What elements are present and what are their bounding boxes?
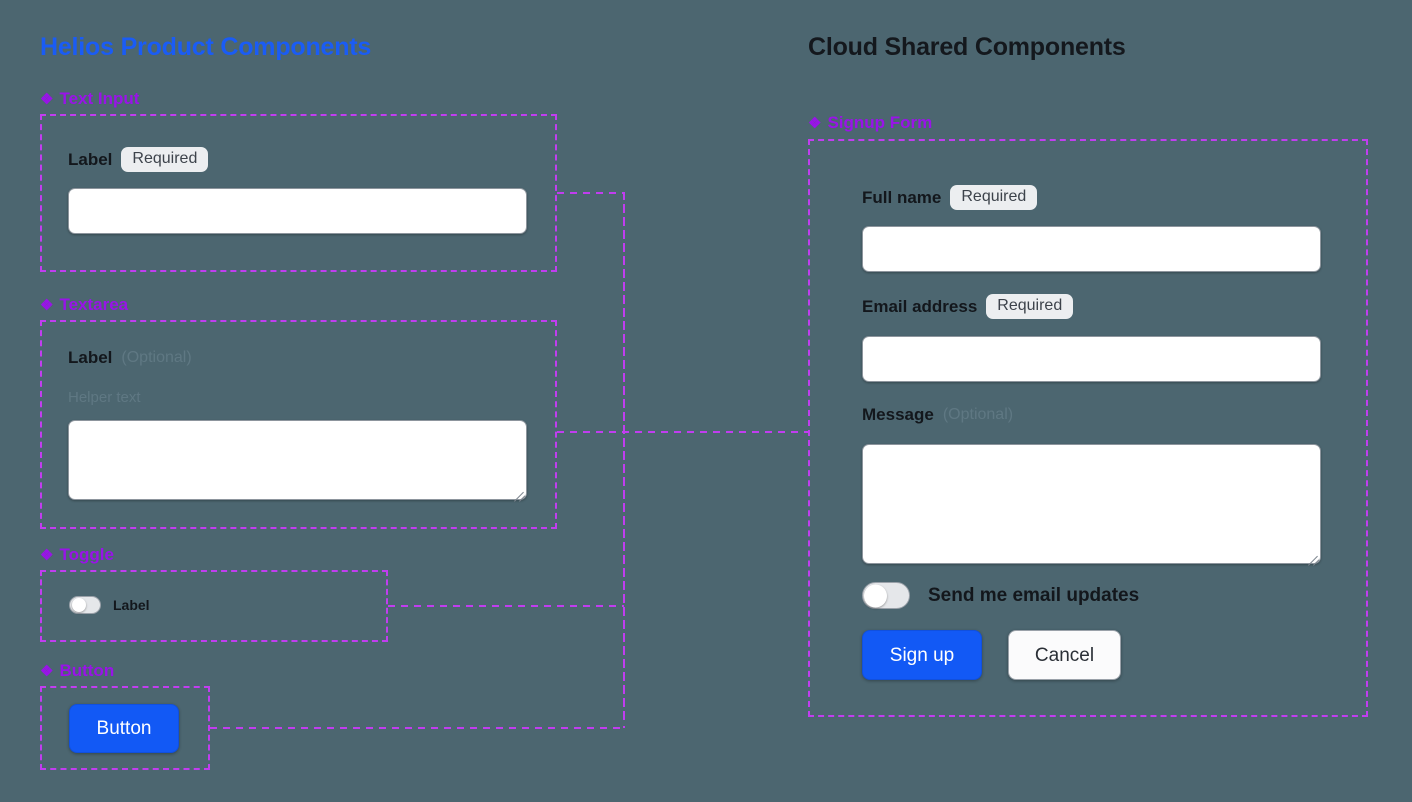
status-badge-required: Required — [986, 294, 1074, 320]
page-title-right: Cloud Shared Components — [808, 33, 1126, 61]
email-updates-toggle-row[interactable]: Send me email updates — [862, 582, 1139, 609]
section-label-text: Text Input — [59, 89, 140, 108]
toggle-knob — [72, 598, 86, 612]
full-name-input[interactable] — [862, 226, 1321, 272]
section-label-text: Signup Form — [827, 113, 933, 132]
email-address-label: Email address — [862, 296, 978, 316]
page-title-left: Helios Product Components — [40, 33, 372, 61]
component-box-textarea: Label (Optional) Helper text — [40, 320, 557, 529]
section-label-textarea: ❖ Textarea — [40, 295, 128, 315]
diamond-cluster-icon: ❖ — [808, 114, 822, 132]
section-label-text-input: ❖ Text Input — [40, 89, 139, 109]
section-label-toggle: ❖ Toggle — [40, 545, 114, 565]
diamond-cluster-icon: ❖ — [40, 296, 54, 314]
optional-hint: (Optional) — [121, 349, 192, 366]
sign-up-button[interactable]: Sign up — [862, 630, 982, 680]
text-input-field[interactable] — [68, 188, 527, 234]
status-badge-required: Required — [950, 185, 1038, 211]
message-textarea[interactable] — [862, 444, 1321, 564]
toggle-label: Label — [113, 597, 150, 613]
message-label: Message — [862, 405, 934, 424]
optional-hint: (Optional) — [942, 406, 1014, 423]
component-box-signup-form: Full name Required Email address Require… — [808, 139, 1368, 717]
textarea-label: Label — [68, 348, 113, 367]
status-badge-required: Required — [121, 147, 209, 173]
cancel-button[interactable]: Cancel — [1008, 630, 1121, 680]
email-updates-toggle[interactable] — [862, 582, 910, 609]
message-label-row: Message (Optional) — [862, 405, 1013, 425]
full-name-label-row: Full name Required — [862, 185, 1038, 211]
textarea-helper-text: Helper text — [68, 389, 141, 406]
text-input-label: Label — [68, 149, 113, 169]
section-label-text: Toggle — [59, 545, 114, 564]
section-label-text: Button — [59, 661, 115, 680]
diamond-cluster-icon: ❖ — [40, 546, 54, 564]
component-box-button: Button — [40, 686, 210, 770]
toggle-knob — [864, 584, 887, 607]
textarea-field[interactable] — [68, 420, 527, 500]
diamond-cluster-icon: ❖ — [40, 90, 54, 108]
email-address-input[interactable] — [862, 336, 1321, 382]
email-address-label-row: Email address Required — [862, 294, 1074, 320]
component-box-text-input: Label Required — [40, 114, 557, 272]
email-updates-label: Send me email updates — [928, 584, 1140, 606]
section-label-button: ❖ Button — [40, 661, 114, 681]
section-label-text: Textarea — [59, 295, 129, 314]
textarea-label-row: Label (Optional) — [68, 348, 192, 368]
demo-button[interactable]: Button — [69, 704, 179, 753]
full-name-label: Full name — [862, 187, 942, 207]
text-input-label-row: Label Required — [68, 147, 209, 173]
section-label-signup-form: ❖ Signup Form — [808, 113, 932, 133]
toggle-row[interactable]: Label — [69, 596, 150, 614]
toggle-switch[interactable] — [69, 596, 101, 614]
component-box-toggle: Label — [40, 570, 388, 642]
connector-text-input — [557, 192, 625, 716]
diamond-cluster-icon: ❖ — [40, 662, 54, 680]
